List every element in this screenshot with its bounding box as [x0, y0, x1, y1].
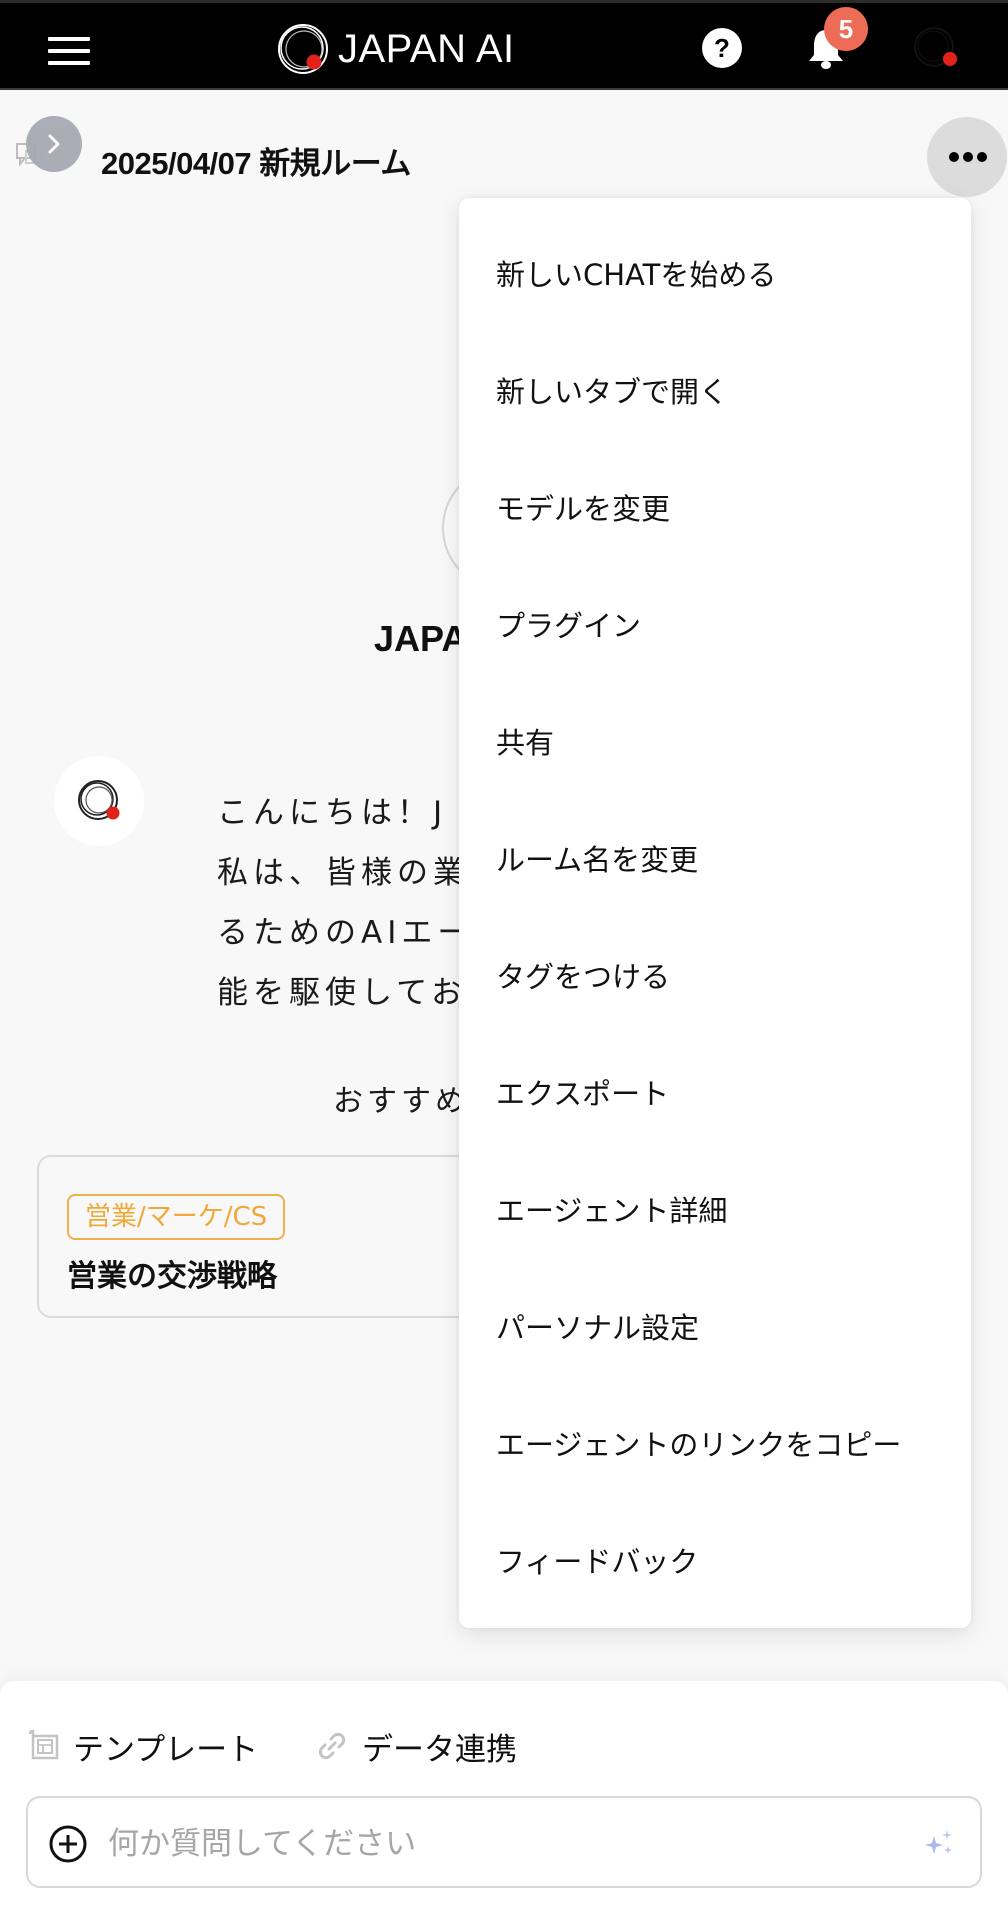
japan-ai-logo-icon — [276, 22, 330, 76]
agent-name: JAPA — [374, 618, 468, 659]
suggestion-card[interactable]: 営業/マーケ/CS 営業の交渉戦略 — [37, 1155, 537, 1318]
more-options-button[interactable] — [927, 117, 1007, 197]
message-line: こんにちは！J — [217, 795, 448, 831]
menu-item-rename-room[interactable]: ルーム名を変更 — [496, 842, 699, 877]
chat-input[interactable] — [108, 1818, 908, 1870]
data-link-button[interactable]: データ連携 — [316, 1724, 517, 1768]
room-options-menu: 新しいCHATを始める 新しいタブで開く モデルを変更 プラグイン 共有 ルーム… — [459, 198, 971, 1628]
brand-logo[interactable]: JAPAN AI — [276, 21, 515, 77]
menu-item-plugins[interactable]: プラグイン — [496, 608, 642, 643]
suggestion-title: 営業の交渉戦略 — [67, 1259, 277, 1294]
menu-item-export[interactable]: エクスポート — [496, 1076, 670, 1111]
user-avatar[interactable] — [912, 25, 958, 71]
menu-item-copy-agent-link[interactable]: エージェントのリンクをコピー — [496, 1427, 902, 1462]
agent-message-avatar — [54, 756, 144, 846]
top-header: JAPAN AI ? 5 — [0, 0, 1008, 90]
recommendations-heading: おすすめ — [333, 1084, 469, 1119]
ellipsis-icon — [949, 152, 987, 162]
sparkle-ai-icon[interactable] — [924, 1828, 956, 1860]
data-link-label: データ連携 — [362, 1731, 517, 1768]
japan-ai-logo-icon — [78, 780, 120, 820]
menu-item-change-model[interactable]: モデルを変更 — [496, 491, 671, 526]
template-icon — [28, 1730, 59, 1760]
template-label: テンプレート — [73, 1731, 259, 1768]
chevron-right-icon — [48, 134, 60, 154]
notification-count-badge: 5 — [824, 7, 868, 51]
message-line: 私は、皆様の業 — [217, 855, 469, 891]
message-line: るためのAIエー — [217, 915, 474, 951]
menu-item-open-new-tab[interactable]: 新しいタブで開く — [496, 374, 729, 409]
sidebar-expand-button[interactable] — [26, 116, 82, 172]
agent-greeting-message: こんにちは！J 私は、皆様の業 るためのAIエー 能を駆使してお — [217, 783, 477, 1023]
link-icon — [318, 1732, 346, 1760]
template-button[interactable]: テンプレート — [27, 1724, 258, 1768]
category-tag: 営業/マーケ/CS — [67, 1194, 286, 1240]
hamburger-menu-icon[interactable] — [48, 37, 90, 65]
chat-input-container — [26, 1796, 982, 1888]
menu-item-new-chat[interactable]: 新しいCHATを始める — [496, 257, 777, 292]
brand-name: JAPAN AI — [338, 26, 515, 71]
menu-item-agent-details[interactable]: エージェント詳細 — [496, 1193, 728, 1228]
room-title: 2025/04/07 新規ルーム — [101, 146, 411, 181]
attach-plus-icon[interactable] — [49, 1825, 87, 1863]
menu-item-personal-settings[interactable]: パーソナル設定 — [496, 1310, 700, 1345]
menu-item-share[interactable]: 共有 — [496, 725, 555, 760]
help-icon[interactable]: ? — [702, 28, 742, 68]
message-line: 能を駆使してお — [217, 975, 468, 1011]
menu-item-feedback[interactable]: フィードバック — [496, 1544, 699, 1579]
menu-item-add-tag[interactable]: タグをつける — [496, 959, 671, 994]
